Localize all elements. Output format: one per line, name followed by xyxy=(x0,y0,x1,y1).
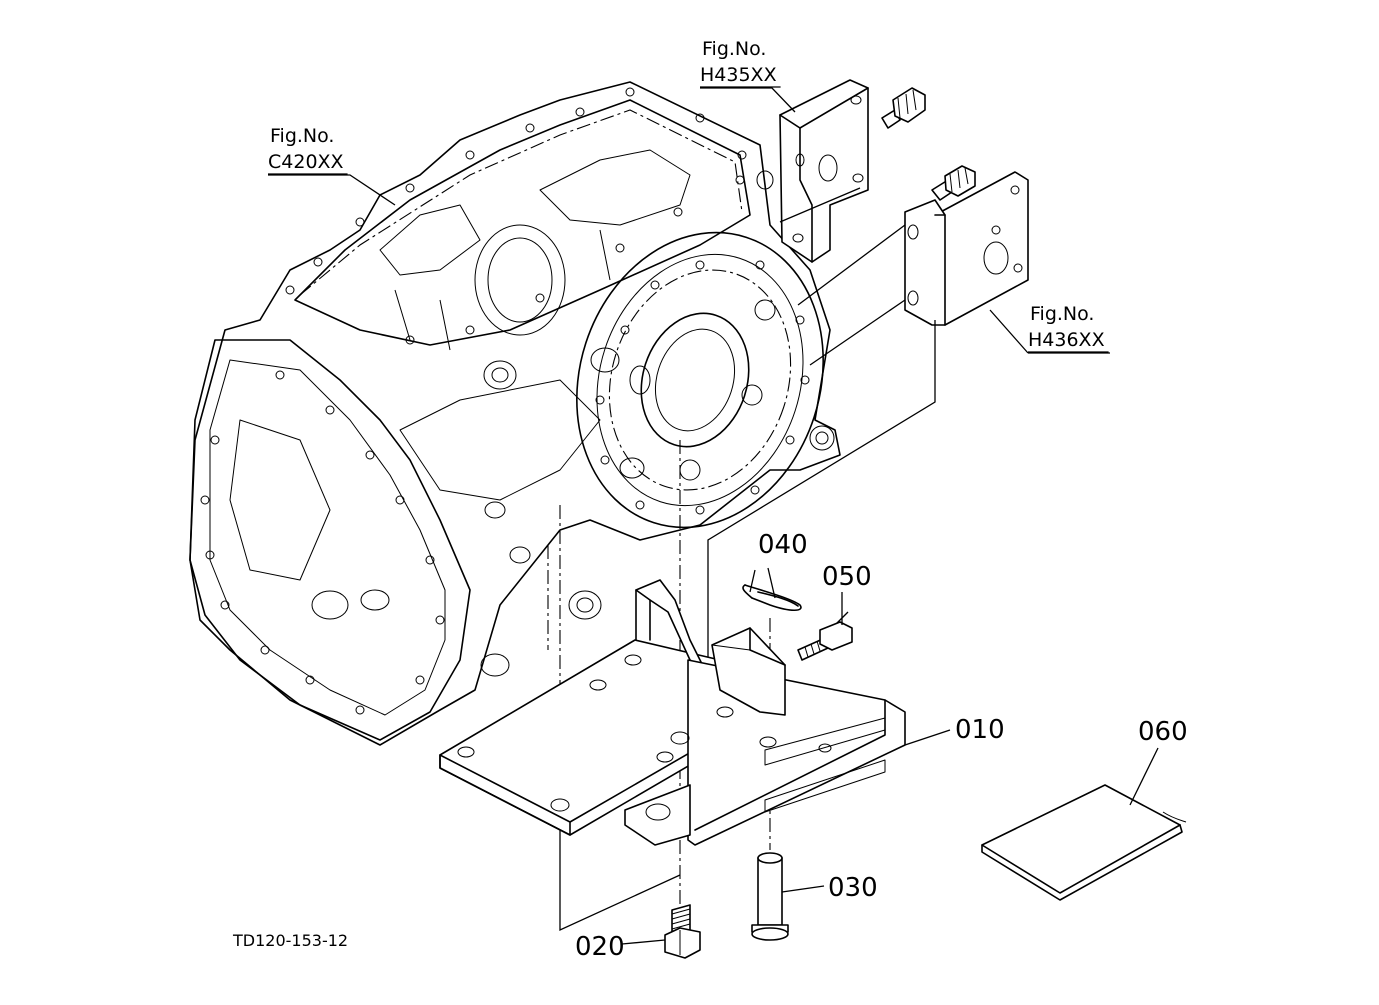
pin-030 xyxy=(751,852,789,941)
part-label-030: 030 xyxy=(828,873,878,903)
bracket-h435xx xyxy=(756,79,869,263)
figure-ref-number: H436XX xyxy=(1028,329,1105,351)
snap-pin-040 xyxy=(742,584,802,612)
part-label-050: 050 xyxy=(822,562,872,592)
part-label-020: 020 xyxy=(575,932,625,962)
figure-ref-h435xx: Fig.No. H435XX xyxy=(700,38,781,88)
block-h436xx xyxy=(904,171,1029,326)
figure-ref-c420xx: Fig.No. C420XX xyxy=(268,125,348,175)
bolt-020 xyxy=(664,904,701,959)
figure-ref-h436xx: Fig.No. H436XX xyxy=(1028,303,1109,353)
bolt-h435xx xyxy=(881,87,926,129)
figure-ref-label: Fig.No. xyxy=(1030,303,1094,325)
figure-ref-number: C420XX xyxy=(268,151,344,173)
sheet-060 xyxy=(981,784,1187,901)
bolt-050 xyxy=(797,621,853,661)
figure-ref-number: H435XX xyxy=(700,64,777,86)
plate-bracket-010 xyxy=(439,579,906,846)
drawing-code: TD120-153-12 xyxy=(232,931,348,950)
leader-lines xyxy=(268,87,1159,945)
transmission-case xyxy=(189,81,841,746)
figure-ref-label: Fig.No. xyxy=(702,38,766,60)
part-label-010: 010 xyxy=(955,715,1005,745)
part-label-060: 060 xyxy=(1138,717,1188,747)
bolt-h436xx xyxy=(931,165,976,201)
part-label-040: 040 xyxy=(758,530,808,560)
figure-ref-label: Fig.No. xyxy=(270,125,334,147)
